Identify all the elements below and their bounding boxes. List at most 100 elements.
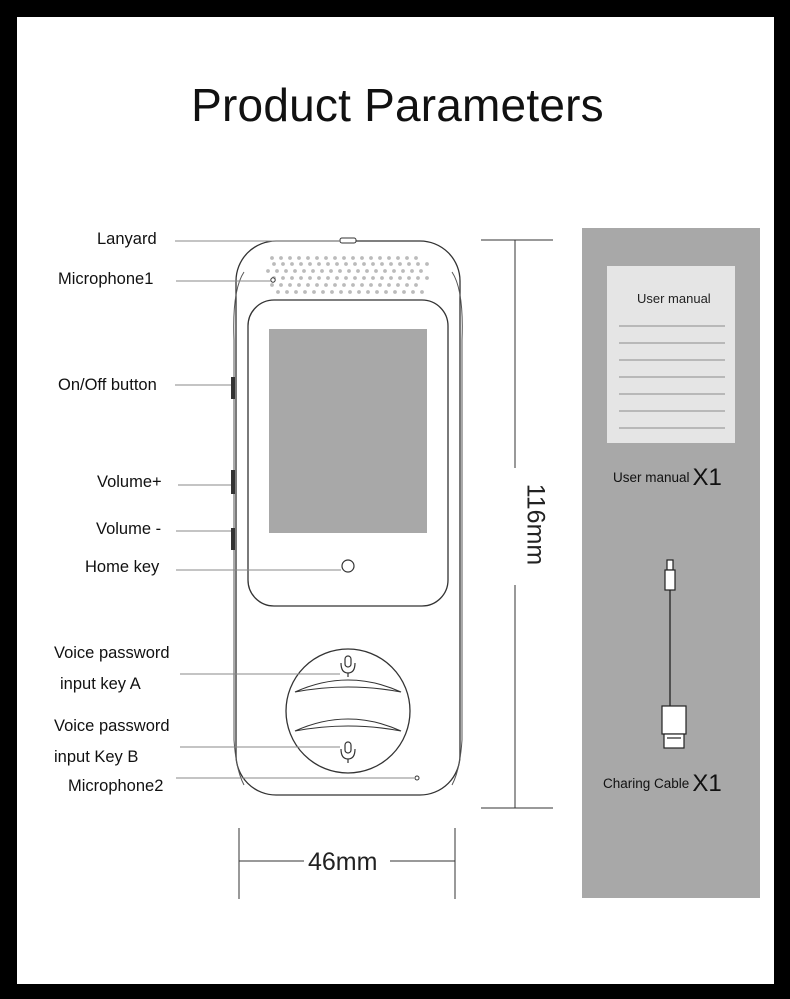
speaker-dot bbox=[402, 290, 406, 294]
speaker-dot bbox=[362, 262, 366, 266]
speaker-dot bbox=[416, 276, 420, 280]
voice-key-divider-bottom bbox=[294, 718, 402, 732]
user-manual-name: User manual bbox=[613, 470, 690, 485]
lanyard-hole-icon bbox=[339, 237, 357, 244]
speaker-dot bbox=[366, 290, 370, 294]
speaker-dot bbox=[329, 269, 333, 273]
speaker-grille bbox=[266, 256, 429, 294]
label-microphone2: Microphone2 bbox=[68, 777, 164, 795]
leader-lines bbox=[175, 240, 414, 779]
speaker-dot bbox=[281, 262, 285, 266]
speaker-dot bbox=[387, 283, 391, 287]
speaker-dot bbox=[326, 276, 330, 280]
speaker-dot bbox=[378, 283, 382, 287]
speaker-dot bbox=[290, 262, 294, 266]
speaker-dot bbox=[356, 269, 360, 273]
label-voice-a-line1: Voice password bbox=[54, 644, 170, 662]
speaker-dot bbox=[315, 283, 319, 287]
speaker-dot bbox=[393, 290, 397, 294]
speaker-dot bbox=[333, 283, 337, 287]
volume-down-side-button bbox=[231, 528, 235, 550]
speaker-dot bbox=[321, 290, 325, 294]
speaker-dot bbox=[371, 262, 375, 266]
speaker-dot bbox=[311, 269, 315, 273]
speaker-dot bbox=[317, 262, 321, 266]
speaker-dot bbox=[279, 256, 283, 260]
speaker-dot bbox=[384, 290, 388, 294]
voice-key-divider-top bbox=[294, 679, 402, 693]
charging-cable-icon bbox=[661, 559, 687, 749]
speaker-dot bbox=[375, 290, 379, 294]
speaker-dot bbox=[293, 269, 297, 273]
speaker-dot bbox=[365, 269, 369, 273]
front-panel bbox=[247, 299, 449, 607]
speaker-dot bbox=[369, 256, 373, 260]
speaker-dot bbox=[401, 269, 405, 273]
speaker-dot bbox=[281, 276, 285, 280]
speaker-dot bbox=[398, 276, 402, 280]
user-manual-count: X1 bbox=[692, 464, 722, 491]
speaker-dot bbox=[270, 283, 274, 287]
page-title: Product Parameters bbox=[191, 79, 604, 131]
speaker-dot bbox=[320, 269, 324, 273]
manual-lines bbox=[619, 325, 725, 429]
width-dimension bbox=[238, 828, 456, 899]
speaker-dot bbox=[416, 262, 420, 266]
label-voice-b-line2: input Key B bbox=[54, 748, 139, 766]
speaker-dot bbox=[369, 283, 373, 287]
speaker-dot bbox=[306, 283, 310, 287]
speaker-dot bbox=[380, 262, 384, 266]
speaker-dot bbox=[396, 256, 400, 260]
speaker-dot bbox=[303, 290, 307, 294]
width-dimension-label: 46mm bbox=[308, 848, 378, 876]
speaker-dot bbox=[335, 262, 339, 266]
speaker-dot bbox=[387, 256, 391, 260]
speaker-dot bbox=[330, 290, 334, 294]
speaker-dot bbox=[272, 262, 276, 266]
user-manual-illustration: User manual bbox=[607, 266, 735, 443]
label-volume-up: Volume+ bbox=[97, 473, 162, 491]
speaker-dot bbox=[357, 290, 361, 294]
speaker-dot bbox=[419, 269, 423, 273]
speaker-dot bbox=[351, 256, 355, 260]
speaker-dot bbox=[347, 269, 351, 273]
label-onoff-button: On/Off button bbox=[58, 376, 157, 394]
speaker-dot bbox=[288, 283, 292, 287]
speaker-dot bbox=[266, 269, 270, 273]
speaker-dot bbox=[299, 262, 303, 266]
height-dimension bbox=[481, 239, 553, 809]
device-right-edge bbox=[451, 271, 463, 786]
speaker-dot bbox=[374, 269, 378, 273]
speaker-dot bbox=[302, 269, 306, 273]
speaker-dot bbox=[362, 276, 366, 280]
speaker-dot bbox=[308, 262, 312, 266]
speaker-dot bbox=[324, 283, 328, 287]
speaker-dot bbox=[371, 276, 375, 280]
cable-count: X1 bbox=[692, 770, 722, 797]
microphone2-dot bbox=[414, 775, 420, 781]
speaker-dot bbox=[342, 283, 346, 287]
home-key-icon bbox=[341, 559, 355, 573]
speaker-dot bbox=[312, 290, 316, 294]
speaker-dot bbox=[306, 256, 310, 260]
microphone1-dot bbox=[270, 277, 276, 283]
speaker-dot bbox=[414, 283, 418, 287]
cable-name: Charing Cable bbox=[603, 776, 690, 791]
speaker-dot bbox=[411, 290, 415, 294]
device-left-edge bbox=[233, 271, 245, 786]
speaker-dot bbox=[297, 283, 301, 287]
label-home-key: Home key bbox=[85, 558, 160, 576]
speaker-dot bbox=[324, 256, 328, 260]
speaker-dot bbox=[275, 269, 279, 273]
speaker-dot bbox=[383, 269, 387, 273]
speaker-dot bbox=[378, 256, 382, 260]
speaker-dot bbox=[380, 276, 384, 280]
speaker-dot bbox=[360, 283, 364, 287]
speaker-dot bbox=[276, 290, 280, 294]
speaker-dot bbox=[344, 262, 348, 266]
speaker-dot bbox=[410, 269, 414, 273]
speaker-dot bbox=[294, 290, 298, 294]
